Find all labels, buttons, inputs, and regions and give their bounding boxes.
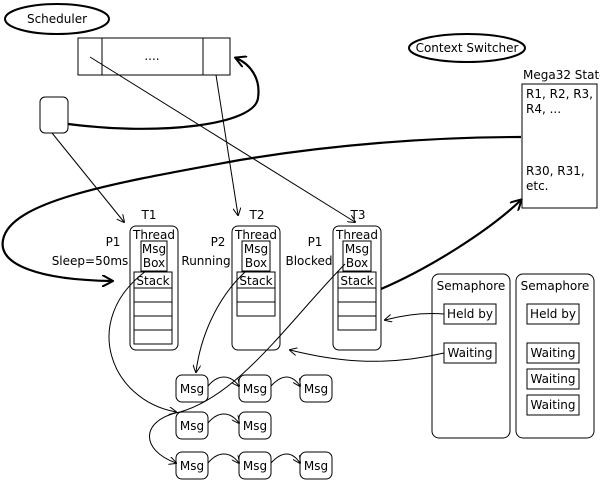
t2-status: Running <box>181 254 230 268</box>
semaphore-2-waiting-3 <box>526 394 580 416</box>
msg-node-label: Msg <box>243 382 267 396</box>
box-label-t1: Box <box>143 256 165 270</box>
semaphore-2-held-by <box>526 303 580 325</box>
msg-node-label: Msg <box>180 459 204 473</box>
current-thread-pointer <box>39 96 69 134</box>
message-queues: Msg Msg Msg Msg Msg Msg Msg Msg <box>175 374 333 480</box>
msg-node <box>238 451 272 480</box>
scheduler-title: Scheduler <box>27 12 87 26</box>
queue-ellipsis: .... <box>144 49 159 63</box>
mega32-regs-line1: R1, R2, R3, <box>526 87 593 101</box>
msg-node <box>175 451 209 480</box>
thread-t2: T2 Thread Msg Box Stack <box>231 208 281 351</box>
msg-link-arrow <box>207 376 239 386</box>
box-label-t3: Box <box>346 256 368 270</box>
stack-t1 <box>133 271 173 345</box>
msg-node <box>299 374 333 403</box>
msg-label-t2: Msg <box>244 242 268 256</box>
msg-node-label: Msg <box>180 382 204 396</box>
thread-name-t2: T2 <box>249 208 265 222</box>
t3-process: P1 <box>308 235 323 249</box>
thread-name-t1: T1 <box>141 208 157 222</box>
scheduler-label: Scheduler <box>4 3 110 35</box>
t2-msgbox-arrow <box>196 271 246 372</box>
msg-link-arrow <box>270 453 300 463</box>
scheduler-queue: .... <box>77 37 231 76</box>
t1-msgbox-arrow <box>108 270 176 412</box>
semaphore-1-waiting-1-label: Waiting <box>447 346 492 360</box>
queue-to-t3-arrow <box>89 56 355 222</box>
mega32-title: Mega32 State <box>523 68 600 82</box>
mega32-regs-line4: etc. <box>526 179 549 193</box>
mega32-regs-line2: R4, ... <box>526 102 561 116</box>
thread-label-t1: Thread <box>132 228 175 242</box>
state-save-arrow <box>380 200 521 291</box>
msg-node <box>299 451 333 480</box>
msg-link-arrow <box>207 413 239 423</box>
mega32-state-box: Mega32 State R1, R2, R3, R4, ... R30, R3… <box>521 68 600 209</box>
thread-t3: T3 Thread Msg Box Stack <box>332 208 382 351</box>
box-label-t2: Box <box>245 256 267 270</box>
msg-node <box>175 411 209 440</box>
t3-status: Blocked <box>285 254 332 268</box>
t1-process: P1 <box>106 235 121 249</box>
msg-link-arrow <box>270 376 300 386</box>
semaphore-2-waiting-3-label: Waiting <box>530 398 575 412</box>
stack-t3 <box>337 271 377 331</box>
msg-node <box>238 411 272 440</box>
msg-node-label: Msg <box>180 419 204 433</box>
msg-node <box>175 374 209 403</box>
thread-t1: T1 Thread Msg Box Stack <box>129 208 179 351</box>
thread-label-t3: Thread <box>335 228 378 242</box>
semaphore-2-title: Semaphore <box>521 279 590 293</box>
msg-node <box>238 374 272 403</box>
msg-link-arrow <box>207 453 239 463</box>
semaphore-1-title: Semaphore <box>437 279 506 293</box>
semaphore-2-waiting-2-label: Waiting <box>530 372 575 386</box>
semaphore-2-held-by-label: Held by <box>530 307 576 321</box>
msg-label-t1: Msg <box>142 242 166 256</box>
stack-label-t1: Stack <box>136 274 169 288</box>
stack-label-t3: Stack <box>340 274 373 288</box>
msg-node-label: Msg <box>304 459 328 473</box>
msg-node-label: Msg <box>243 419 267 433</box>
waiting-arrow <box>290 350 445 362</box>
semaphore-2-waiting-1-label: Waiting <box>530 346 575 360</box>
pointer-to-queue-arrow <box>67 58 260 130</box>
queue-to-t2-arrow <box>215 74 238 215</box>
held-by-arrow <box>385 313 445 320</box>
semaphore-2-waiting-2 <box>526 368 580 390</box>
stack-label-t2: Stack <box>239 274 272 288</box>
thread-label-t2: Thread <box>234 228 277 242</box>
msg-label-t3: Msg <box>345 242 369 256</box>
pointer-to-t1-arrow <box>51 132 124 222</box>
msg-node-label: Msg <box>304 382 328 396</box>
state-restore-arrow <box>1 135 522 281</box>
t1-status: Sleep=50ms <box>52 254 129 268</box>
context-switcher-label: Context Switcher <box>408 33 526 63</box>
msg-node-label: Msg <box>243 459 267 473</box>
stack-t2 <box>236 271 276 317</box>
semaphore-1-held-by-label: Held by <box>447 307 493 321</box>
semaphore-1: Semaphore Held by Waiting <box>431 273 511 439</box>
t2-process: P2 <box>211 235 226 249</box>
t3-msgbox-arrow <box>149 263 346 463</box>
mega32-regs-line3: R30, R31, <box>526 164 585 178</box>
semaphore-2-waiting-1 <box>526 342 580 364</box>
semaphore-2: Semaphore Held by Waiting Waiting Waitin… <box>515 273 595 439</box>
context-switcher-title: Context Switcher <box>416 41 519 55</box>
